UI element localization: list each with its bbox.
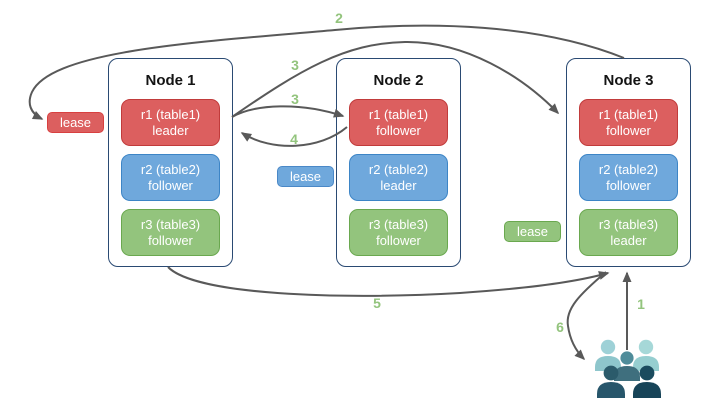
replica-role: leader: [610, 232, 647, 248]
arrow-step-5: [167, 266, 610, 297]
replica-name: r3 (table3): [368, 216, 429, 232]
replica-name: r1 (table1): [368, 106, 429, 122]
replica-name: r2 (table2): [368, 161, 429, 177]
step-label-6: 6: [556, 319, 564, 335]
step-label-5: 5: [373, 295, 381, 311]
replica-name: r1 (table1): [598, 106, 659, 122]
replica-r2-node2: r2 (table2) leader: [349, 154, 448, 201]
replica-name: r2 (table2): [598, 161, 659, 177]
replica-role: leader: [152, 122, 189, 138]
node-1: Node 1 r1 (table1) leader r2 (table2) fo…: [108, 58, 233, 267]
replica-r3-node3: r3 (table3) leader: [579, 209, 678, 256]
replica-role: follower: [606, 122, 651, 138]
lease-label-green: lease: [504, 221, 561, 242]
replica-role: follower: [148, 177, 193, 193]
replica-name: r1 (table1): [140, 106, 201, 122]
users-icon: [595, 339, 661, 398]
step-label-1: 1: [637, 296, 645, 312]
replica-r3-node1: r3 (table3) follower: [121, 209, 220, 256]
replica-role: leader: [380, 177, 417, 193]
node-2: Node 2 r1 (table1) follower r2 (table2) …: [336, 58, 461, 267]
node-title: Node 2: [373, 72, 424, 89]
replica-role: follower: [148, 232, 193, 248]
replica-role: follower: [376, 122, 421, 138]
replica-name: r2 (table2): [140, 161, 201, 177]
node-title: Node 1: [145, 72, 196, 89]
replica-r3-node2: r3 (table3) follower: [349, 209, 448, 256]
arrow-step-3-to-node2: [231, 105, 345, 118]
replica-r1-node1: r1 (table1) leader: [121, 99, 220, 146]
step-label-3a: 3: [291, 57, 299, 73]
node-3: Node 3 r1 (table1) follower r2 (table2) …: [566, 58, 691, 267]
replica-name: r3 (table3): [598, 216, 659, 232]
step-label-4: 4: [290, 131, 298, 147]
lease-label-blue: lease: [277, 166, 334, 187]
replica-role: follower: [376, 232, 421, 248]
step-label-3b: 3: [291, 91, 299, 107]
lease-label-red: lease: [47, 112, 104, 133]
replica-role: follower: [606, 177, 651, 193]
replica-name: r3 (table3): [140, 216, 201, 232]
replica-r1-node2: r1 (table1) follower: [349, 99, 448, 146]
replica-r2-node1: r2 (table2) follower: [121, 154, 220, 201]
step-label-2: 2: [335, 10, 343, 26]
replica-r2-node3: r2 (table2) follower: [579, 154, 678, 201]
arrow-step-6: [566, 271, 607, 361]
replica-r1-node3: r1 (table1) follower: [579, 99, 678, 146]
node-title: Node 3: [603, 72, 654, 89]
